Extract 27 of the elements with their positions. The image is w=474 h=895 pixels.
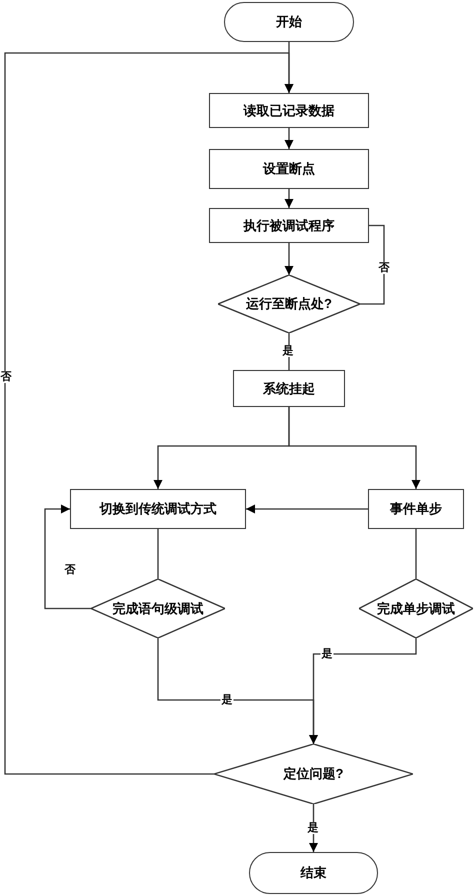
arrow	[246, 504, 368, 514]
edge-label: 否	[64, 564, 76, 576]
arrow	[284, 189, 294, 208]
edge-label: 否	[378, 262, 390, 274]
arrow	[288, 407, 420, 489]
process-box: 读取已记录数据	[209, 93, 369, 128]
arrow	[284, 128, 294, 149]
arrow	[44, 504, 91, 610]
process-box: 系统挂起	[233, 370, 345, 407]
process-box: 执行被调试程序	[209, 208, 369, 243]
terminal-box: 开始	[224, 2, 354, 42]
edge-label: 是	[282, 345, 294, 357]
arrow	[284, 243, 294, 275]
arrow	[309, 638, 417, 744]
edge-label: 是	[320, 648, 334, 660]
edge-label: 是	[306, 822, 320, 834]
arrow	[4, 52, 294, 775]
terminal-box: 结束	[249, 852, 378, 894]
process-box: 事件单步	[368, 489, 464, 529]
decision-diamond: 完成单步调试	[359, 579, 473, 638]
edge-label: 是	[220, 694, 234, 706]
process-box: 设置断点	[209, 149, 369, 189]
decision-diamond: 定位问题?	[214, 744, 413, 804]
edge-label: 否	[0, 371, 12, 383]
process-box: 切换到传统调试方式	[70, 489, 246, 529]
decision-diamond: 完成语句级调试	[91, 579, 225, 638]
decision-diamond: 运行至断点处?	[218, 275, 360, 333]
